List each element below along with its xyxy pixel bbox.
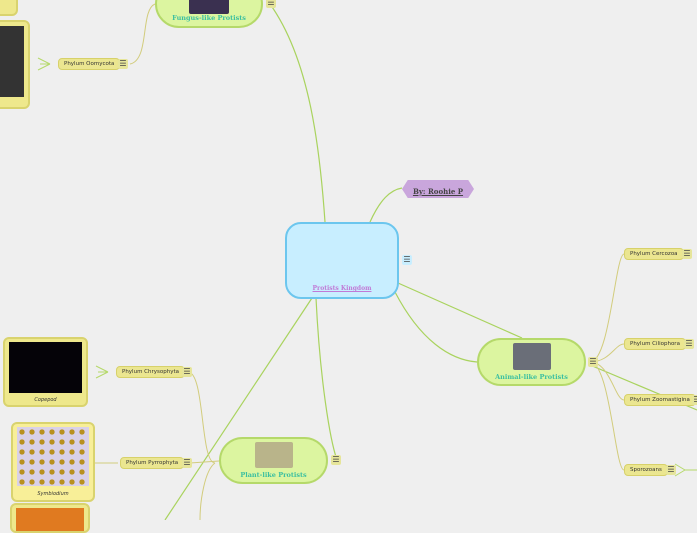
phylum-pyrrophyta[interactable]: Phylum Pyrrophyta	[120, 457, 185, 469]
central-topic-label: Protists Kingdom	[312, 285, 372, 292]
fungus-menu-icon[interactable]: ☰	[266, 0, 276, 8]
plant-image	[254, 442, 293, 468]
chrysophyta-menu-icon[interactable]: ☰	[182, 367, 192, 377]
cercozoa-menu-icon[interactable]: ☰	[682, 249, 692, 259]
image-card-copepod: Copepod	[3, 337, 88, 407]
image-card-oomycota	[0, 20, 30, 109]
central-menu-icon[interactable]: ☰	[402, 255, 412, 265]
topic-plant-like-protists[interactable]: Plant-like Protists	[219, 437, 328, 484]
phylum-zoomastigina[interactable]: Phylum Zoomastigina	[624, 394, 696, 406]
fungus-image	[189, 0, 229, 14]
plant-menu-icon[interactable]: ☰	[331, 455, 341, 465]
animal-menu-icon[interactable]: ☰	[588, 357, 598, 367]
ciliophora-menu-icon[interactable]: ☰	[684, 339, 694, 349]
sporozoans-menu-icon[interactable]: ☰	[666, 465, 676, 475]
phylum-ciliophora[interactable]: Phylum Ciliophora	[624, 338, 686, 350]
oomycota-menu-icon[interactable]: ☰	[118, 59, 128, 69]
central-topic[interactable]: Protists Kingdom	[285, 222, 399, 299]
animal-image	[512, 343, 551, 370]
topic-fungus-like-protists[interactable]: Fungus-like Protists	[155, 0, 263, 28]
image-card-bottom	[10, 503, 90, 533]
pyrrophyta-menu-icon[interactable]: ☰	[182, 458, 192, 468]
author-label[interactable]: By: Roohie P	[402, 180, 474, 198]
phylum-oomycota[interactable]: Phylum Oomycota	[58, 58, 121, 70]
phylum-cercozoa[interactable]: Phylum Cercozoa	[624, 248, 684, 260]
sporozoans[interactable]: Sporozoans	[624, 464, 668, 476]
zoomastigina-menu-icon[interactable]: ☰	[692, 395, 697, 405]
image-card-symbiodium: Symbiodium	[11, 422, 95, 502]
phylum-chrysophyta[interactable]: Phylum Chrysophyta	[116, 366, 186, 378]
image-card-top	[0, 0, 18, 16]
topic-animal-like-protists[interactable]: Animal-like Protists	[477, 338, 586, 386]
